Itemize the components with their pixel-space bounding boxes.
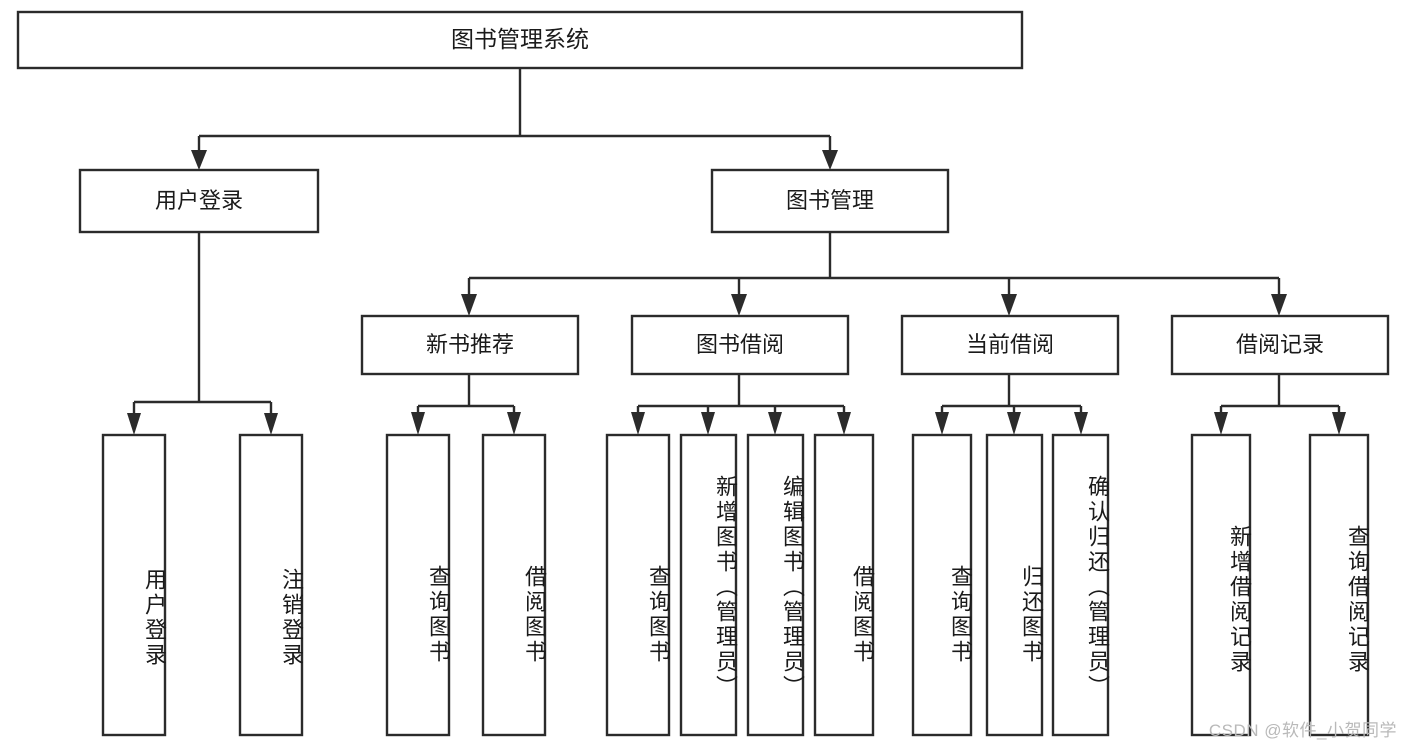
connector-group-current-borrow xyxy=(935,374,1088,435)
arrow-head-icon xyxy=(935,412,949,435)
node-root-system-box[interactable] xyxy=(16,10,1024,70)
leaf-box-query-borrow-record[interactable] xyxy=(1308,433,1370,737)
node-user-login-label: 用户登录 xyxy=(155,188,243,213)
arrow-head-icon xyxy=(701,412,715,435)
arrow-head-icon xyxy=(1007,412,1021,435)
node-borrow-record-box[interactable] xyxy=(1170,314,1390,376)
leaf-boxes-group xyxy=(101,433,1370,737)
node-book-borrow[interactable]: 图书借阅 xyxy=(630,314,850,376)
arrow-head-icon xyxy=(191,150,207,170)
node-borrow-record[interactable]: 借阅记录 xyxy=(1170,314,1390,376)
node-new-book-recommend-box[interactable] xyxy=(360,314,580,376)
node-new-book-recommend-label: 新书推荐 xyxy=(426,332,514,357)
node-new-book-recommend[interactable]: 新书推荐 xyxy=(360,314,580,376)
connector-group-root xyxy=(191,68,838,170)
leaf-box-add-borrow-record[interactable] xyxy=(1190,433,1252,737)
csdn-watermark: CSDN @软件_小贺同学 xyxy=(1208,721,1397,740)
arrow-head-icon xyxy=(1271,294,1287,316)
node-user-login-box[interactable] xyxy=(78,168,320,234)
connector-group-borrow-record xyxy=(1214,374,1346,435)
leaf-box-borrow-book-nb[interactable] xyxy=(481,433,547,737)
leaf-box-borrow-book-bb[interactable] xyxy=(813,433,875,737)
leaf-box-confirm-return-admin[interactable] xyxy=(1051,433,1110,737)
leaf-box-user-login[interactable] xyxy=(101,433,167,737)
leaf-box-edit-book-admin[interactable] xyxy=(746,433,805,737)
node-root-system-label: 图书管理系统 xyxy=(451,26,589,52)
arrow-head-icon xyxy=(507,412,521,435)
node-book-borrow-box[interactable] xyxy=(630,314,850,376)
node-borrow-record-label: 借阅记录 xyxy=(1236,332,1324,357)
leaf-box-add-book-admin[interactable] xyxy=(679,433,738,737)
leaf-box-query-book-cb[interactable] xyxy=(911,433,973,737)
leaf-box-logout[interactable] xyxy=(238,433,304,737)
arrow-head-icon xyxy=(1001,294,1017,316)
leaf-box-query-book-bb[interactable] xyxy=(605,433,671,737)
arrow-head-icon xyxy=(768,412,782,435)
leaf-box-return-book[interactable] xyxy=(985,433,1044,737)
node-user-login[interactable]: 用户登录 xyxy=(78,168,320,234)
arrow-head-icon xyxy=(264,413,278,435)
leaf-box-query-book-nb[interactable] xyxy=(385,433,451,737)
arrow-head-icon xyxy=(1332,412,1346,435)
connector-group-book-borrow xyxy=(631,374,851,435)
connector-group-book-manage xyxy=(461,232,1287,316)
node-book-management-box[interactable] xyxy=(710,168,950,234)
arrow-head-icon xyxy=(1074,412,1088,435)
arrow-head-icon xyxy=(837,412,851,435)
node-book-borrow-label: 图书借阅 xyxy=(696,332,784,357)
arrow-head-icon xyxy=(1214,412,1228,435)
arrow-head-icon xyxy=(731,294,747,316)
arrow-head-icon xyxy=(822,150,838,170)
arrow-head-icon xyxy=(631,412,645,435)
node-current-borrow-label: 当前借阅 xyxy=(966,332,1054,357)
node-root-system[interactable]: 图书管理系统 xyxy=(16,10,1024,70)
node-book-management-label: 图书管理 xyxy=(786,188,874,213)
connector-group-user-login xyxy=(127,232,278,435)
arrow-head-icon xyxy=(461,294,477,316)
connector-group-new-book xyxy=(411,374,521,435)
arrow-head-icon xyxy=(127,413,141,435)
node-current-borrow-box[interactable] xyxy=(900,314,1120,376)
node-book-management[interactable]: 图书管理 xyxy=(710,168,950,234)
node-current-borrow[interactable]: 当前借阅 xyxy=(900,314,1120,376)
arrow-head-icon xyxy=(411,412,425,435)
